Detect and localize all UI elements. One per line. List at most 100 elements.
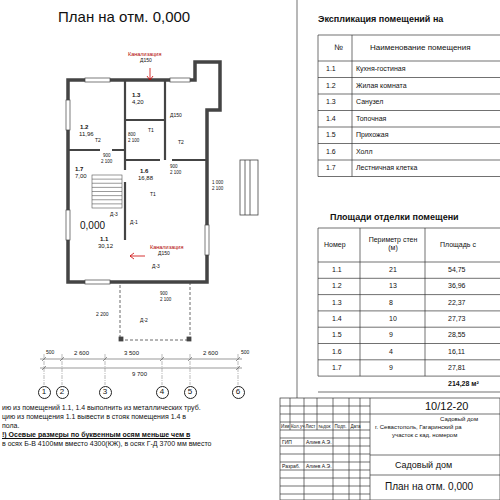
label-text: Прихожая: [356, 131, 388, 139]
label-text: 9 700: [132, 371, 147, 378]
label-text: Садовый дом: [395, 460, 452, 470]
plan-stroke: [85, 280, 110, 284]
label-text: Т2: [178, 140, 184, 146]
label-text: 21: [389, 266, 397, 274]
label-text: 30,12: [98, 243, 113, 250]
axis-number: 2: [60, 388, 64, 396]
label-text: Площадь с: [440, 241, 476, 249]
label-text: Наименование помещения: [370, 43, 471, 52]
label-text: 500: [241, 350, 249, 356]
plan-stroke: [66, 100, 70, 130]
label-text: 1.1: [100, 236, 108, 243]
label-text: Д150: [158, 251, 170, 257]
label-text: Алиев А.Э.: [306, 464, 332, 470]
label-text: 3 500: [124, 350, 139, 357]
porch: [119, 160, 258, 341]
axis-bubble: 1: [38, 386, 51, 399]
axis-number: 3: [103, 388, 107, 396]
label-text: 1.3: [326, 98, 336, 106]
frame-and-tables: [280, 0, 500, 500]
label-text: пола.: [2, 422, 19, 430]
stair-step: [92, 183, 122, 184]
label-text: 800: [128, 132, 136, 137]
plan-stroke: [280, 398, 500, 500]
plan-stroke: [290, 398, 360, 500]
label-text: 28,55: [448, 331, 466, 339]
label-text: №: [334, 43, 343, 52]
plan-stroke: [240, 160, 258, 215]
label-text: Т1: [148, 128, 154, 134]
label-text: Топочная: [356, 115, 386, 123]
plan-stroke: [92, 175, 122, 208]
label-text: ию из помещений 1.1, 1.4 выполнить из ме…: [2, 404, 201, 412]
plan-stroke: [40, 359, 242, 368]
dimension-lines: [40, 354, 242, 385]
plan-stroke: [370, 398, 500, 500]
label-text: 900: [160, 291, 168, 296]
axis-number: 4: [160, 388, 164, 396]
stair-step: [92, 195, 122, 196]
label-text: 36,96: [448, 282, 466, 290]
label-text: 2 100: [170, 170, 181, 175]
plan-stroke: [68, 62, 220, 282]
label-text: 11,96: [79, 131, 94, 138]
label-text: Д150: [140, 58, 152, 64]
label-text: г. Севастополь, Гагаринский ра: [375, 424, 462, 431]
plan-stroke: [318, 35, 500, 177]
label-text: 1.6: [332, 348, 342, 356]
label-text: Канализация: [150, 244, 183, 250]
label-text: 1 000: [212, 180, 223, 185]
plan-stroke: [120, 282, 190, 340]
label-text: Экспликация помещений на: [318, 14, 443, 24]
label-text: Т1: [150, 192, 156, 198]
label-text: 10: [389, 315, 397, 323]
label-text: 900: [103, 153, 111, 158]
label-text: Садовый дом: [440, 416, 478, 423]
label-text: Разраб.: [282, 464, 300, 470]
label-text: Площади отделки помещени: [330, 212, 459, 222]
label-text: 1.3: [332, 299, 342, 307]
plan-stroke: [245, 160, 250, 215]
plan-stroke: [187, 337, 191, 341]
label-text: 1.7: [326, 164, 336, 172]
stair-step: [92, 191, 122, 192]
label-text: 214,28 м²: [448, 380, 479, 388]
label-text: 2 200: [96, 312, 109, 318]
label-text: 1.6: [326, 148, 336, 156]
label-text: 9: [389, 364, 393, 372]
axis-number: 1: [42, 388, 46, 396]
label-text: 1.5: [326, 131, 336, 139]
walls: [68, 62, 220, 282]
label-text: 1.7: [75, 166, 83, 173]
windows: [66, 78, 209, 284]
label-text: 2 100: [128, 138, 139, 143]
plan-stroke: [280, 406, 370, 494]
label-text: Периметр стен (м): [363, 236, 423, 252]
axis-number: 5: [188, 388, 192, 396]
label-text: 4,20: [132, 99, 144, 106]
label-text: 1.1: [326, 65, 336, 73]
label-text: Номер: [324, 241, 346, 249]
label-text: Т2: [95, 138, 101, 144]
label-text: 1.4: [332, 315, 342, 323]
label-text: Канализация: [128, 51, 161, 57]
label-text: Кухня-гостиная: [356, 65, 406, 73]
label-text: участок с кад. номером: [392, 432, 457, 439]
plan-stroke: [297, 0, 298, 398]
axis-bubble: 6: [232, 386, 245, 399]
label-text: 1.5: [332, 331, 342, 339]
label-text: 9: [389, 331, 393, 339]
label-text: 8: [389, 299, 393, 307]
stair: [92, 175, 122, 208]
label-text: Алиев А.Э.: [306, 440, 332, 446]
label-text: 7,00: [75, 173, 87, 180]
label-text: цию из помещения 1.1 вывести в стояк пом…: [2, 413, 186, 421]
label-text: 22,37: [448, 299, 466, 307]
label-text: 13: [389, 282, 397, 290]
label-text: 900: [170, 164, 178, 169]
label-text: 1.4: [326, 115, 336, 123]
stair-step: [92, 203, 122, 204]
label-text: ГИП: [282, 440, 292, 446]
label-text: 2 100: [160, 297, 171, 302]
